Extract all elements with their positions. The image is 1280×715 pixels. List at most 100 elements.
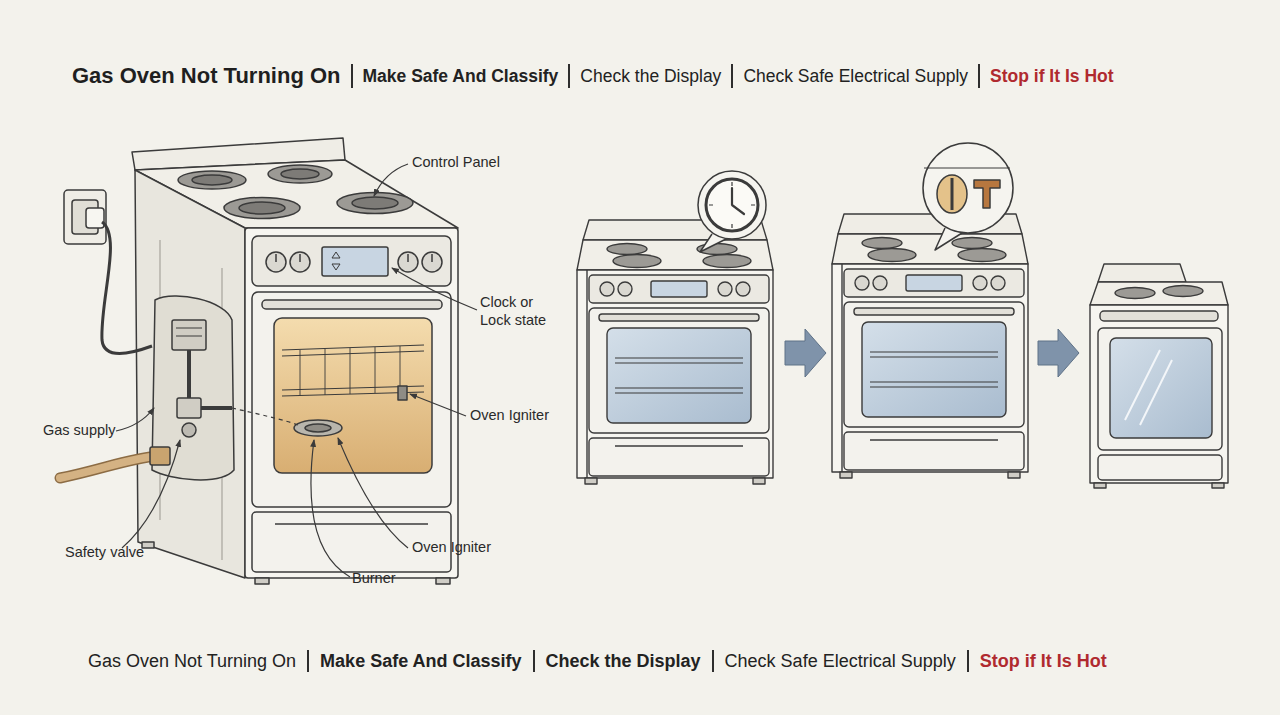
knob-callout: [924, 168, 1010, 169]
part-label: Oven Igniter: [470, 406, 549, 424]
main-oven: [132, 138, 458, 584]
part-label: Burner: [352, 569, 396, 587]
main-oven: [398, 386, 407, 400]
main-oven: [268, 165, 332, 183]
power-socket: [64, 190, 152, 354]
warning-heading: Stop if It Is Hot: [990, 66, 1113, 87]
gas-cutaway: [177, 398, 201, 418]
flow-arrows: [785, 329, 1079, 377]
step-footer: Check the Display: [546, 651, 701, 672]
step-footer: Gas Oven Not Turning On: [88, 651, 296, 672]
step-footer: Make Safe And Classify: [320, 651, 521, 672]
gas-cutaway: [187, 350, 191, 398]
main-oven: [192, 175, 232, 185]
clock-callout: [698, 171, 766, 239]
power-socket: [102, 222, 152, 354]
power-socket: [86, 208, 104, 228]
part-label: Safety valve: [65, 543, 144, 561]
leader-lines: [122, 440, 180, 548]
hot-oven: [1098, 264, 1186, 282]
footer-row: Gas Oven Not Turning On Make Safe And Cla…: [88, 646, 1107, 676]
gas-cutaway: [201, 406, 232, 410]
main-oven: [322, 247, 388, 276]
main-oven: [275, 254, 277, 262]
hot-oven: [1212, 483, 1224, 488]
main-oven: [224, 198, 300, 219]
flow-arrows: [1038, 329, 1079, 377]
leader-lines: [410, 394, 466, 416]
display-oven: [577, 220, 773, 484]
page-title: Gas Oven Not Turning On: [72, 63, 341, 89]
clock-callout: [732, 188, 744, 214]
step-ovens: [577, 214, 1228, 488]
main-oven: [245, 228, 458, 578]
hot-oven: [1098, 328, 1222, 450]
gas-cutaway: [232, 408, 298, 425]
part-label: Clock or Lock state: [480, 293, 560, 329]
knob-callout: [974, 180, 1000, 208]
step-footer: Check Safe Electrical Supply: [725, 651, 956, 672]
main-oven: [178, 171, 246, 189]
clock-callout: [698, 171, 766, 252]
separator-bar: [351, 64, 353, 88]
part-label: Gas supply: [43, 421, 116, 439]
main-oven: [252, 292, 451, 507]
leader-lines: [338, 438, 408, 548]
gas-cutaway: [182, 423, 196, 437]
gas-cutaway: [150, 447, 170, 465]
hot-oven: [1090, 264, 1228, 488]
knob-callout: [923, 143, 1013, 250]
separator-bar: [307, 650, 309, 672]
gas-cutaway: [172, 320, 206, 350]
leader-lines: [392, 268, 477, 310]
separator-bar: [533, 650, 535, 672]
main-oven: [436, 578, 450, 584]
clock-callout: [709, 182, 755, 228]
main-oven: [332, 252, 340, 270]
main-oven: [352, 197, 398, 209]
part-label: Control Panel: [412, 153, 500, 171]
main-oven: [274, 318, 432, 473]
warning-footer: Stop if It Is Hot: [980, 651, 1107, 672]
part-label: Oven Igniter: [412, 538, 491, 556]
main-oven: [299, 254, 301, 262]
separator-bar: [712, 650, 714, 672]
main-oven: [255, 578, 269, 584]
flow-arrows: [785, 329, 826, 377]
header-row: Gas Oven Not Turning On Make Safe And Cla…: [72, 59, 1114, 93]
hot-oven: [1125, 350, 1172, 425]
main-oven: [275, 523, 428, 525]
main-oven: [407, 254, 409, 262]
separator-bar: [967, 650, 969, 672]
power-socket: [64, 190, 106, 244]
step-heading: Check Safe Electrical Supply: [743, 66, 968, 87]
leader-lines: [116, 408, 154, 431]
main-oven: [300, 346, 400, 396]
main-oven: [135, 170, 245, 578]
hot-oven: [1090, 305, 1228, 483]
main-oven: [266, 252, 286, 272]
main-oven: [398, 252, 418, 272]
hot-oven: [1100, 311, 1218, 321]
gas-cutaway: [60, 296, 298, 480]
gas-cutaway: [60, 456, 158, 478]
hot-oven: [1163, 286, 1203, 297]
main-oven: [252, 236, 451, 286]
separator-bar: [978, 64, 980, 88]
main-oven: [294, 420, 342, 436]
main-oven: [239, 202, 285, 214]
separator-bar: [731, 64, 733, 88]
main-oven: [281, 169, 319, 179]
knob-callout: [937, 175, 967, 213]
hot-oven: [1090, 282, 1228, 305]
hot-oven: [1094, 483, 1106, 488]
leader-lines: [116, 164, 477, 577]
main-oven: [422, 252, 442, 272]
step-heading: Make Safe And Classify: [363, 66, 559, 87]
leader-lines: [374, 164, 408, 196]
main-oven: [262, 300, 442, 309]
clock-callout: [706, 179, 758, 231]
main-oven: [431, 254, 433, 262]
